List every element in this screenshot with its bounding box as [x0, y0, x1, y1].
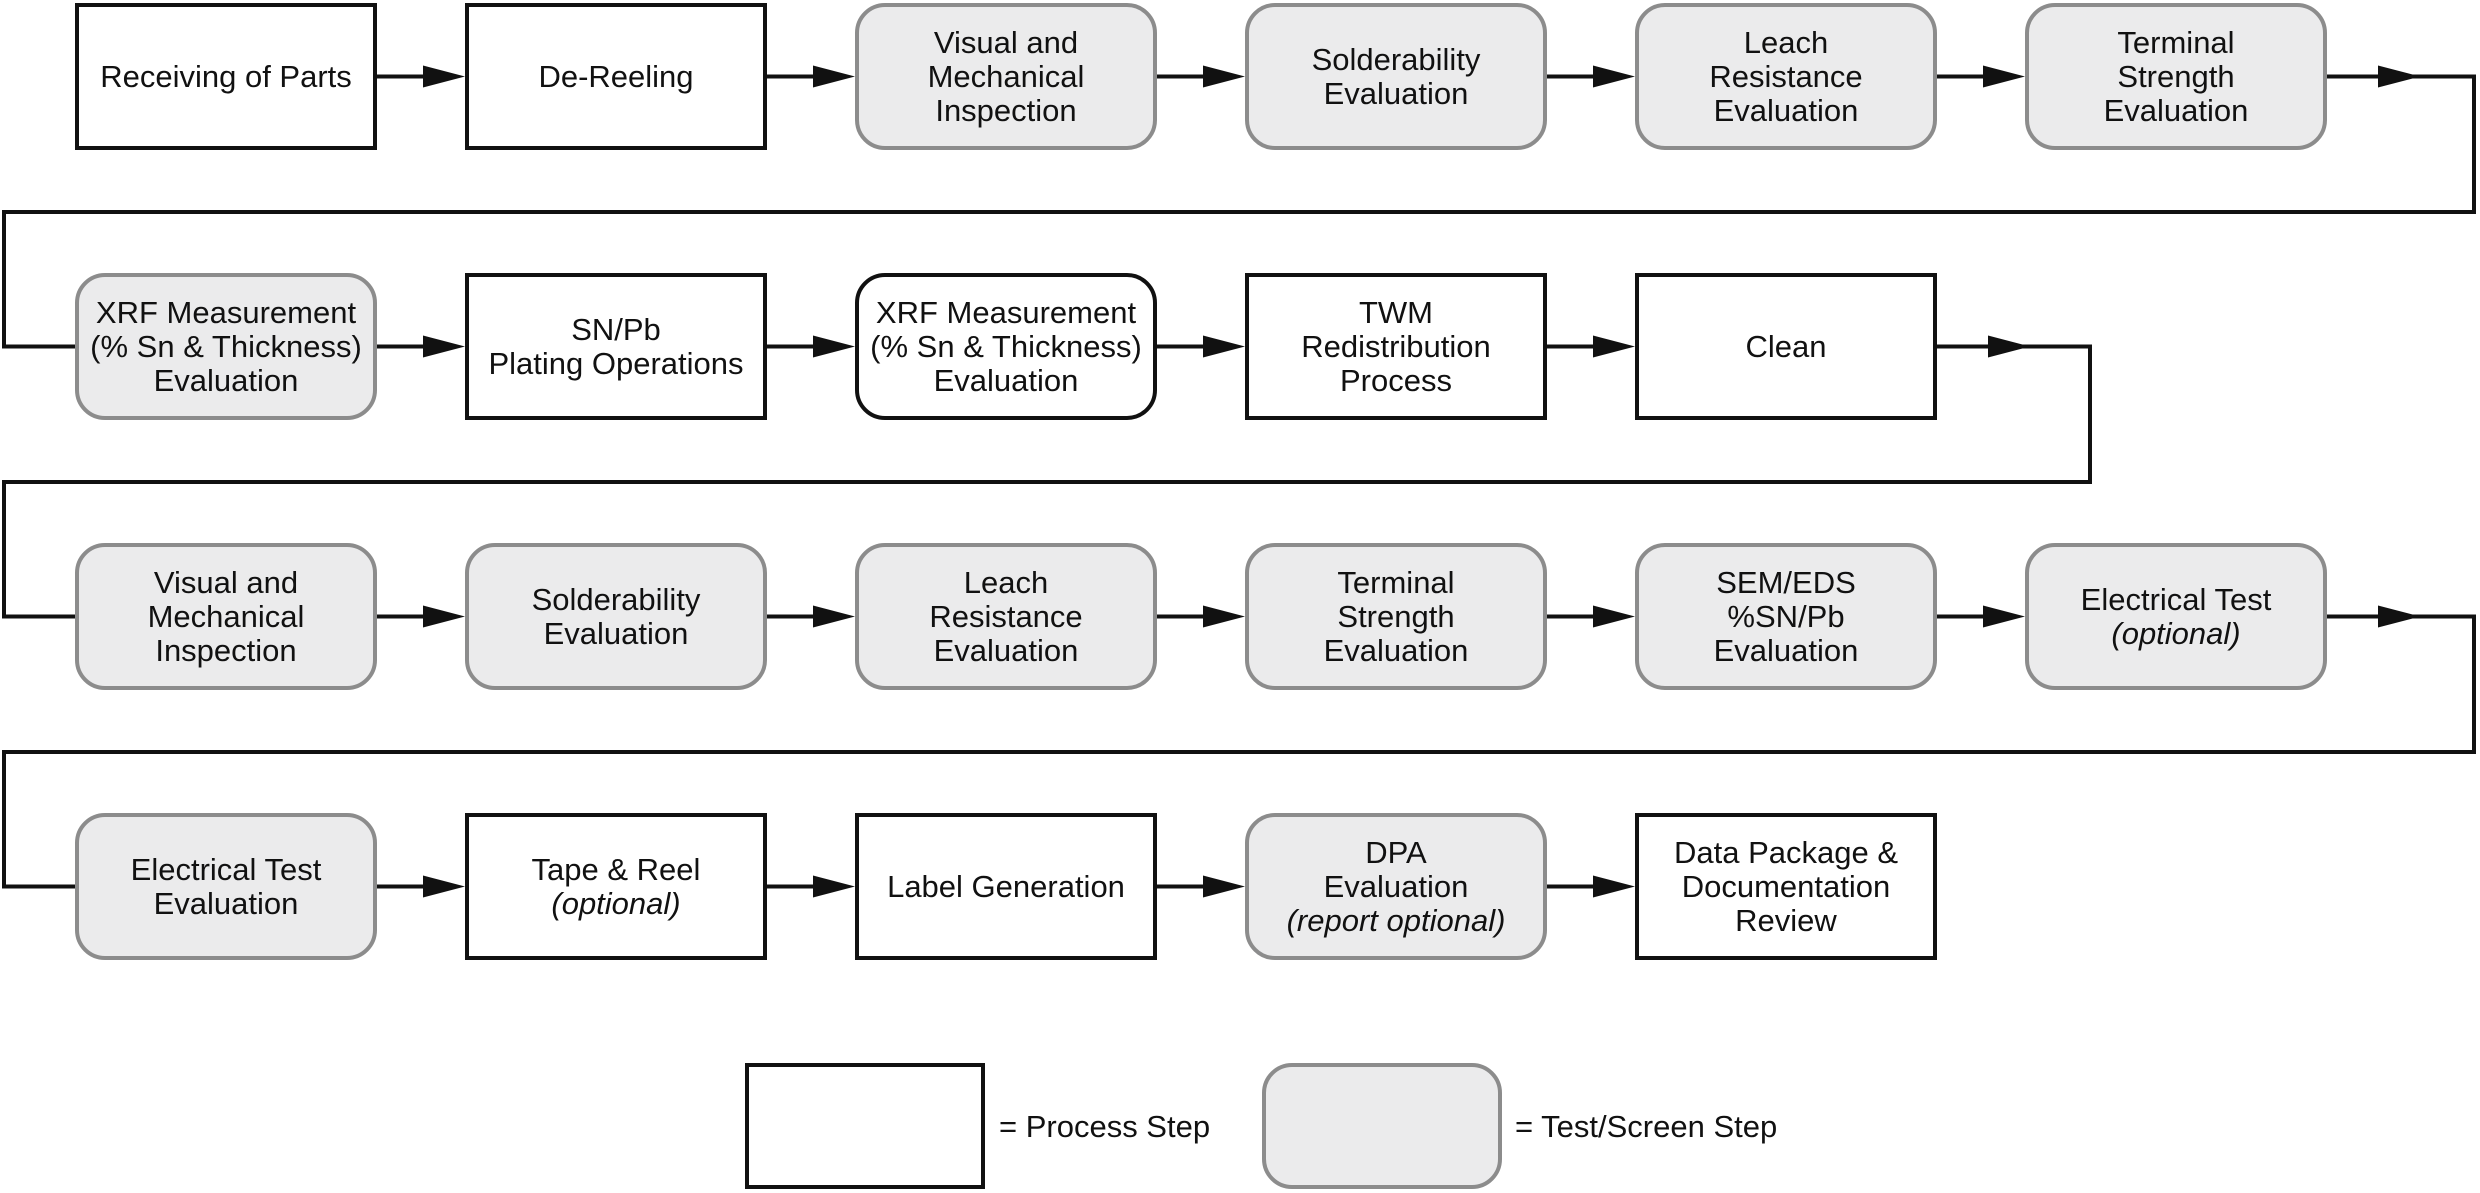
step-label-line: XRF Measurement [875, 294, 1137, 330]
step-label-line: XRF Measurement [95, 294, 357, 330]
step-label-line: Evaluation [153, 362, 299, 398]
step-label-line: Solderability [1311, 41, 1481, 77]
step-label-line: Evaluation [1713, 632, 1859, 668]
step-label-line: Mechanical [927, 58, 1085, 94]
step-xrf-measurement-sn-thickness-evaluation-r2c3: XRF Measurement(% Sn & Thickness)Evaluat… [855, 273, 1157, 420]
step-label-line: Terminal [2117, 24, 2235, 60]
step-label-line: Plating Operations [488, 345, 744, 381]
step-label-line: Evaluation [1323, 868, 1469, 904]
step-label-line: Resistance [929, 598, 1083, 634]
step-receiving-of-parts-r1c1: Receiving of Parts [75, 3, 377, 150]
step-label-line: %SN/Pb [1727, 598, 1845, 634]
step-label-line: Resistance [1709, 58, 1863, 94]
step-label-line: Evaluation [1323, 75, 1469, 111]
step-label-line: Evaluation [933, 362, 1079, 398]
step-label-line: Terminal [1337, 564, 1455, 600]
step-label-line: (% Sn & Thickness) [870, 328, 1142, 364]
arrow-head [423, 65, 465, 88]
step-note: (optional) [2111, 615, 2241, 651]
arrow-head [1593, 65, 1635, 88]
step-label-line: Inspection [155, 632, 297, 668]
step-label-line: Tape & Reel [531, 851, 701, 887]
step-electrical-test-r3c6: Electrical Test(optional) [2025, 543, 2327, 690]
arrow-head [423, 605, 465, 628]
arrow-head [1593, 335, 1635, 358]
step-xrf-measurement-sn-thickness-evaluation-r2c1: XRF Measurement(% Sn & Thickness)Evaluat… [75, 273, 377, 420]
step-label-line: Leach [963, 564, 1049, 600]
arrow-head [423, 875, 465, 898]
step-label-line: Evaluation [153, 885, 299, 921]
step-label-line: Process [1340, 362, 1452, 398]
step-label-line: Receiving of Parts [100, 58, 352, 94]
step-note: (report optional) [1286, 902, 1506, 938]
step-label-line: SN/Pb [571, 311, 661, 347]
arrow-head [1203, 65, 1245, 88]
step-label-line: Leach [1743, 24, 1829, 60]
step-label-line: Electrical Test [2080, 581, 2272, 617]
step-label-line: Data Package & [1673, 834, 1899, 870]
step-label-line: Evaluation [2103, 92, 2249, 128]
legend-test-label: = Test/Screen Step [1515, 1109, 1778, 1144]
step-label-line: Redistribution [1301, 328, 1491, 364]
arrow-head [1983, 605, 2025, 628]
arrow-head [1983, 65, 2025, 88]
step-label-line: SEM/EDS [1716, 564, 1856, 600]
step-label-line: TWM [1358, 294, 1434, 330]
legend-test-swatch [1262, 1063, 1502, 1189]
arrow-head [1593, 875, 1635, 898]
step-label-line: Electrical Test [130, 851, 322, 887]
step-label-line: DPA [1365, 834, 1427, 870]
arrow-head [1203, 335, 1245, 358]
step-label-line: Strength [1337, 598, 1455, 634]
step-tape-reel-r4c2: Tape & Reel(optional) [465, 813, 767, 960]
legend-process-swatch [745, 1063, 985, 1189]
arrow-head [1203, 875, 1245, 898]
step-label-line: Evaluation [1713, 92, 1859, 128]
step-label-line: Evaluation [1323, 632, 1469, 668]
arrow-head [813, 65, 855, 88]
step-de-reeling-r1c2: De-Reeling [465, 3, 767, 150]
arrow-head [813, 605, 855, 628]
arrow-head [1593, 605, 1635, 628]
step-label-line: Mechanical [147, 598, 305, 634]
arrow-head [1203, 605, 1245, 628]
step-label-line: De-Reeling [538, 58, 694, 94]
step-label-line: (% Sn & Thickness) [90, 328, 362, 364]
legend-process-label: = Process Step [999, 1109, 1211, 1144]
step-clean-r2c5: Clean [1635, 273, 1937, 420]
step-label-line: Evaluation [933, 632, 1079, 668]
step-label-line: Label Generation [887, 868, 1125, 904]
step-label-line: Visual and [153, 564, 299, 600]
step-label-line: Review [1735, 902, 1837, 938]
step-label-line: Strength [2117, 58, 2235, 94]
step-label-line: Clean [1745, 328, 1827, 364]
step-note: (optional) [551, 885, 681, 921]
step-label-line: Visual and [933, 24, 1079, 60]
step-label-line: Inspection [935, 92, 1077, 128]
arrow-head [423, 335, 465, 358]
step-label-line: Documentation [1681, 868, 1891, 904]
step-label-line: Solderability [531, 581, 701, 617]
step-label-generation-r4c3: Label Generation [855, 813, 1157, 960]
arrow-head [813, 335, 855, 358]
arrow-head [813, 875, 855, 898]
step-label-line: Evaluation [543, 615, 689, 651]
